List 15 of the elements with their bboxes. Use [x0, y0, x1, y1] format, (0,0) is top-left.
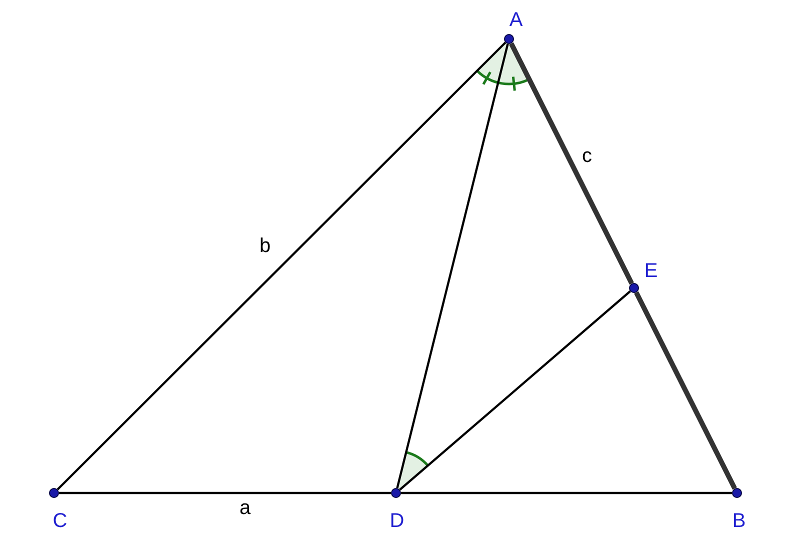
point-label: A [509, 10, 523, 30]
point-label: E [644, 261, 658, 281]
line-segment [509, 42, 634, 285]
line-segment [59, 492, 391, 494]
edge-label: c [582, 146, 592, 166]
edge-label: a [239, 498, 251, 518]
line-segment [396, 44, 509, 488]
line-segment [399, 290, 631, 491]
point-label: B [732, 511, 746, 531]
line-segment [401, 492, 732, 494]
edge-label: b [259, 236, 271, 256]
point-label: D [390, 511, 404, 531]
point-label: C [52, 511, 68, 531]
line-segment [634, 291, 737, 490]
line-segment [56, 42, 506, 490]
